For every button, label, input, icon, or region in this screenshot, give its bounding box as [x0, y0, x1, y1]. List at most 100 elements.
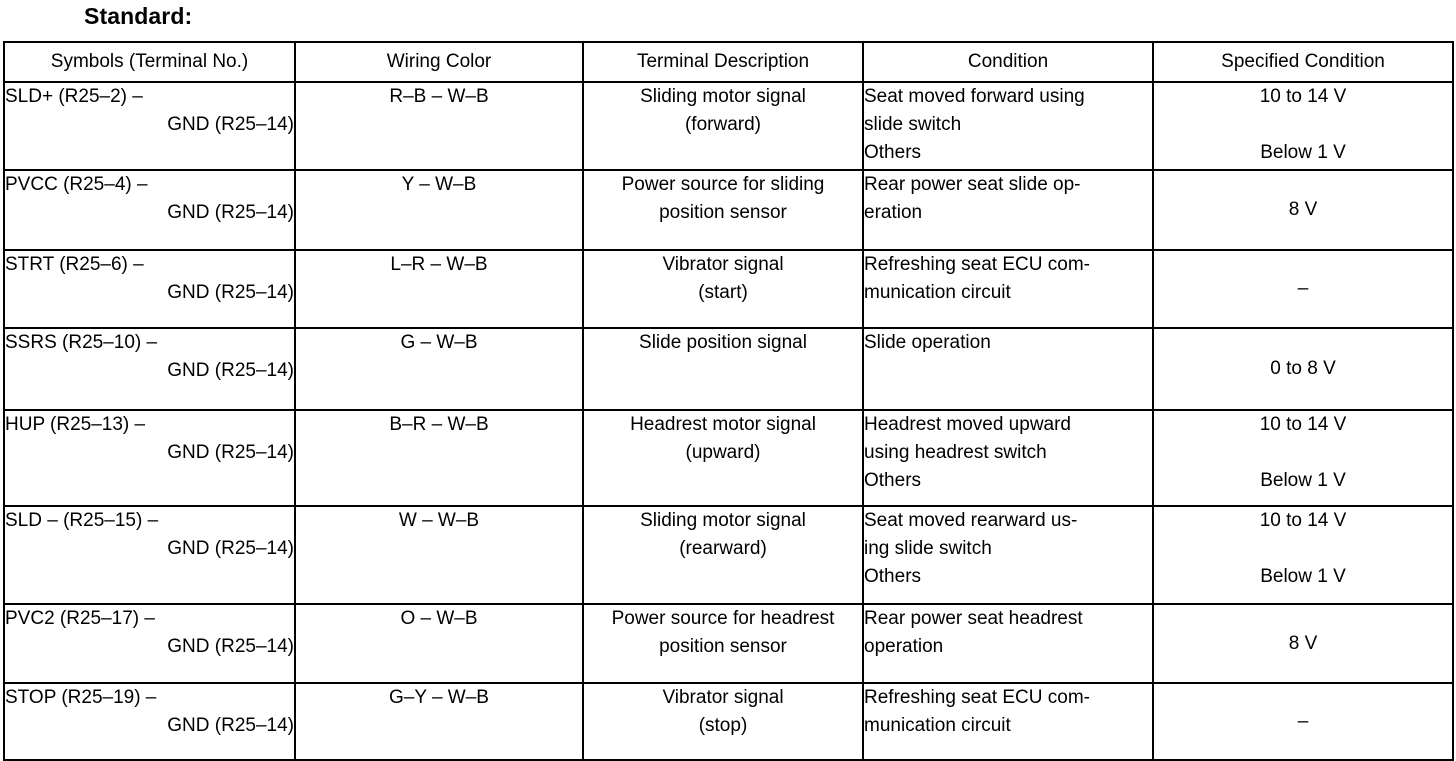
- condition-line-1: Headrest moved upward: [864, 414, 1071, 435]
- condition-line-1: Rear power seat slide op-: [864, 174, 1081, 195]
- description-line-1: Headrest motor signal: [630, 414, 816, 435]
- page-title: Standard:: [84, 3, 193, 29]
- cell-wiring-color: L–R – W–B: [294, 249, 584, 329]
- cell-terminal-description: Power source for sliding position sensor: [582, 169, 864, 251]
- cell-terminal-description: Power source for headrest position senso…: [582, 603, 864, 684]
- cell-wiring-color: Y – W–B: [294, 169, 584, 251]
- symbol-line-2: GND (R25–14): [167, 442, 294, 463]
- cell-terminal-description: Slide position signal: [582, 327, 864, 411]
- description-line-2: (rearward): [679, 538, 767, 559]
- cell-symbols: HUP (R25–13) – GND (R25–14): [3, 409, 296, 507]
- cell-terminal-description: Sliding motor signal (rearward): [582, 505, 864, 605]
- cell-symbols: SLD – (R25–15) – GND (R25–14): [3, 505, 296, 605]
- cell-symbols: PVCC (R25–4) – GND (R25–14): [3, 169, 296, 251]
- cell-symbols: SSRS (R25–10) – GND (R25–14): [3, 327, 296, 411]
- symbol-line-2: GND (R25–14): [167, 282, 294, 303]
- table-row: STRT (R25–6) – GND (R25–14) L–R – W–B Vi…: [3, 249, 1454, 329]
- cell-terminal-description: Sliding motor signal (forward): [582, 81, 864, 171]
- description-line-2: position sensor: [659, 202, 787, 223]
- cell-symbols: STRT (R25–6) – GND (R25–14): [3, 249, 296, 329]
- condition-line-2: using headrest switch: [864, 442, 1047, 463]
- specified-line-2: Below 1 V: [1260, 470, 1346, 491]
- column-header-terminal-description: Terminal Description: [582, 41, 864, 83]
- condition-line-2: munication circuit: [864, 282, 1011, 303]
- cell-specified-condition: 10 to 14 V Below 1 V: [1152, 505, 1454, 605]
- column-header-symbols: Symbols (Terminal No.): [3, 41, 296, 83]
- cell-terminal-description: Vibrator signal (start): [582, 249, 864, 329]
- cell-condition: Seat moved forward using slide switch Ot…: [862, 81, 1154, 171]
- cell-wiring-color: W – W–B: [294, 505, 584, 605]
- condition-line-2: ing slide switch: [864, 538, 992, 559]
- cell-specified-condition: 0 to 8 V: [1152, 327, 1454, 411]
- cell-specified-condition: 10 to 14 V Below 1 V: [1152, 409, 1454, 507]
- cell-condition: Headrest moved upward using headrest swi…: [862, 409, 1154, 507]
- cell-wiring-color: G – W–B: [294, 327, 584, 411]
- column-header-condition: Condition: [862, 41, 1154, 83]
- description-line-1: Vibrator signal: [662, 254, 784, 275]
- condition-line-1: Seat moved rearward us-: [864, 510, 1078, 531]
- cell-specified-condition: 8 V: [1152, 603, 1454, 684]
- table-row: SSRS (R25–10) – GND (R25–14) G – W–B Sli…: [3, 327, 1454, 411]
- table-row: PVC2 (R25–17) – GND (R25–14) O – W–B Pow…: [3, 603, 1454, 684]
- symbol-line-2: GND (R25–14): [167, 538, 294, 559]
- cell-specified-condition: 10 to 14 V Below 1 V: [1152, 81, 1454, 171]
- cell-condition: Refreshing seat ECU com- munication circ…: [862, 682, 1154, 761]
- description-line-1: Vibrator signal: [662, 687, 784, 708]
- symbol-line-1: STOP (R25–19) –: [5, 687, 157, 708]
- cell-wiring-color: O – W–B: [294, 603, 584, 684]
- description-line-1: Power source for headrest: [611, 608, 835, 629]
- description-line-2: (start): [698, 282, 748, 303]
- specified-line-1: 10 to 14 V: [1259, 510, 1347, 531]
- condition-line-2: eration: [864, 202, 923, 223]
- cell-condition: Rear power seat headrest operation: [862, 603, 1154, 684]
- condition-line-3: Others: [864, 470, 922, 491]
- symbol-line-1: SLD – (R25–15) –: [5, 510, 159, 531]
- condition-line-1: Refreshing seat ECU com-: [864, 687, 1090, 708]
- description-line-2: (upward): [685, 442, 761, 463]
- symbol-line-1: SLD+ (R25–2) –: [5, 86, 143, 107]
- column-header-wiring-color: Wiring Color: [294, 41, 584, 83]
- specified-line-1: 10 to 14 V: [1259, 414, 1347, 435]
- specified-line-1: 10 to 14 V: [1259, 86, 1347, 107]
- cell-condition: Refreshing seat ECU com- munication circ…: [862, 249, 1154, 329]
- condition-line-3: Others: [864, 142, 922, 163]
- cell-specified-condition: –: [1152, 249, 1454, 329]
- document-page: Standard: Symbols (Terminal No.) Wiring …: [3, 3, 1454, 761]
- cell-condition: Slide operation: [862, 327, 1154, 411]
- condition-line-1: Rear power seat headrest: [864, 608, 1083, 629]
- cell-condition: Seat moved rearward us- ing slide switch…: [862, 505, 1154, 605]
- cell-wiring-color: G–Y – W–B: [294, 682, 584, 761]
- symbol-line-2: GND (R25–14): [167, 202, 294, 223]
- symbol-line-1: PVCC (R25–4) –: [5, 174, 148, 195]
- specified-line-2: Below 1 V: [1260, 566, 1346, 587]
- table-header: Symbols (Terminal No.) Wiring Color Term…: [3, 41, 1454, 83]
- description-line-1: Power source for sliding: [621, 174, 825, 195]
- condition-line-2: operation: [864, 636, 944, 657]
- cell-wiring-color: B–R – W–B: [294, 409, 584, 507]
- table-row: PVCC (R25–4) – GND (R25–14) Y – W–B Powe…: [3, 169, 1454, 251]
- cell-specified-condition: 8 V: [1152, 169, 1454, 251]
- symbol-line-2: GND (R25–14): [167, 715, 294, 736]
- cell-wiring-color: R–B – W–B: [294, 81, 584, 171]
- symbol-line-2: GND (R25–14): [167, 360, 294, 381]
- cell-symbols: STOP (R25–19) – GND (R25–14): [3, 682, 296, 761]
- header-row: Symbols (Terminal No.) Wiring Color Term…: [3, 41, 1454, 83]
- symbol-line-1: STRT (R25–6) –: [5, 254, 144, 275]
- description-line-1: Sliding motor signal: [640, 510, 806, 531]
- description-line-2: (forward): [684, 114, 761, 135]
- cell-terminal-description: Headrest motor signal (upward): [582, 409, 864, 507]
- table-body: SLD+ (R25–2) – GND (R25–14) R–B – W–B Sl…: [3, 81, 1454, 761]
- cell-condition: Rear power seat slide op- eration: [862, 169, 1154, 251]
- cell-terminal-description: Vibrator signal (stop): [582, 682, 864, 761]
- symbol-line-1: PVC2 (R25–17) –: [5, 608, 155, 629]
- description-line-2: position sensor: [659, 636, 787, 657]
- symbol-line-1: SSRS (R25–10) –: [5, 332, 158, 353]
- condition-line-1: Refreshing seat ECU com-: [864, 254, 1090, 275]
- cell-symbols: SLD+ (R25–2) – GND (R25–14): [3, 81, 296, 171]
- table-row: SLD+ (R25–2) – GND (R25–14) R–B – W–B Sl…: [3, 81, 1454, 171]
- symbol-line-1: HUP (R25–13) –: [5, 414, 146, 435]
- condition-line-2: munication circuit: [864, 715, 1011, 736]
- standard-specification-table: Symbols (Terminal No.) Wiring Color Term…: [3, 41, 1454, 761]
- condition-line-1: Seat moved forward using: [864, 86, 1085, 107]
- specified-line-2: Below 1 V: [1260, 142, 1346, 163]
